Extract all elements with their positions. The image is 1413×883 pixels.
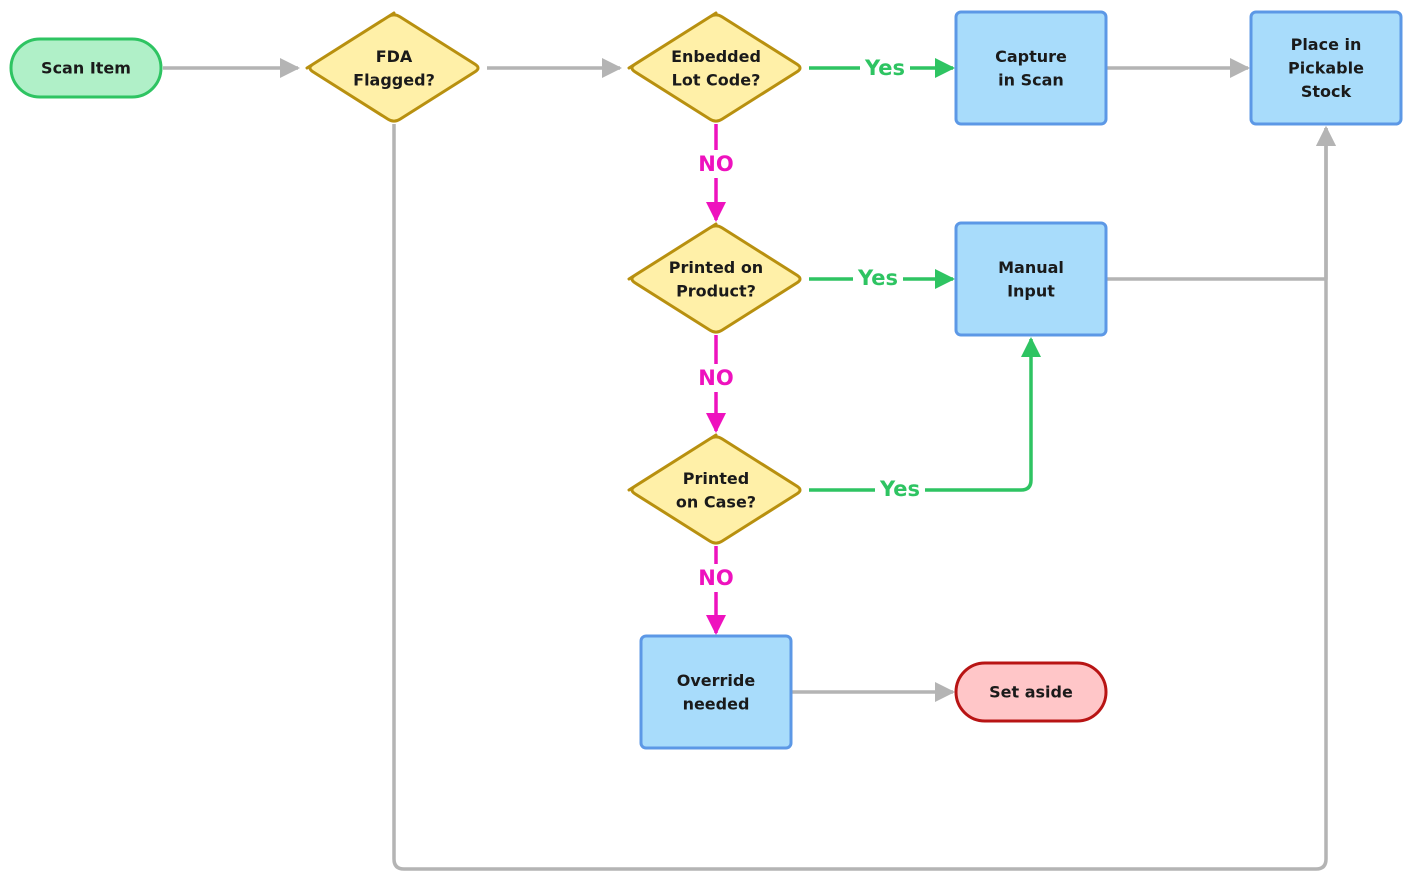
start-terminal-shape	[9, 37, 163, 99]
node-capture-in-scan[interactable]: Capture in Scan	[954, 10, 1108, 126]
node-label-line: Pickable	[1288, 59, 1364, 78]
edge-printed-on-product-to-manual-input: Yes	[809, 264, 955, 292]
edge-line	[809, 337, 1041, 492]
edge-label-background	[698, 150, 734, 178]
node-label-line: Product?	[676, 281, 756, 300]
yes-label: Yes	[857, 266, 898, 290]
node-label-line: Input	[1007, 281, 1055, 300]
node-printed-on-product[interactable]: Printed on Product?	[627, 222, 802, 334]
node-fda-flagged[interactable]: FDA Flagged?	[305, 11, 480, 123]
edge-line	[1107, 126, 1336, 281]
end-terminal-shape	[954, 661, 1108, 723]
process-box-shape	[954, 221, 1108, 337]
node-label-line: Stock	[1301, 82, 1352, 101]
edge-label-background	[698, 364, 734, 392]
yes-label: Yes	[879, 477, 920, 501]
edge-manual-input-to-place-in-pickable-stock	[1107, 126, 1336, 281]
decision-diamond-shape	[627, 11, 802, 123]
edge-printed-on-case-to-override-needed: NO	[698, 546, 734, 635]
decision-diamond-shape	[627, 222, 802, 334]
node-label-line: in Scan	[998, 70, 1064, 89]
node-label-line: FDA	[376, 47, 413, 66]
process-box-shape	[1249, 10, 1403, 126]
node-label-line: on Case?	[676, 492, 756, 511]
edge-label-background	[860, 54, 910, 82]
node-printed-on-case[interactable]: Printed on Case?	[627, 433, 802, 545]
node-label-line: Printed	[683, 469, 749, 488]
node-label-line: Printed on	[669, 258, 763, 277]
process-box-shape	[954, 10, 1108, 126]
no-label: NO	[698, 366, 733, 390]
edge-fda-flagged-to-place-in-pickable-stock	[392, 124, 1336, 871]
edge-label-background	[875, 475, 925, 503]
no-label: NO	[698, 152, 733, 176]
decision-diamond-shape	[627, 433, 802, 545]
node-override-needed[interactable]: Override needed	[639, 634, 793, 750]
edge-label-background	[853, 264, 903, 292]
node-label-line: Place in	[1291, 35, 1362, 54]
no-label: NO	[698, 566, 733, 590]
node-scan-item[interactable]: Scan Item	[9, 37, 163, 99]
node-label-line: Manual	[998, 258, 1064, 277]
process-box-shape	[639, 634, 793, 750]
decision-diamond-shape	[305, 11, 480, 123]
edge-embedded-lot-code-to-printed-on-product: NO	[698, 124, 734, 222]
node-label-line: needed	[683, 694, 750, 713]
node-label-line: Lot Code?	[672, 70, 761, 89]
node-label-line: Set aside	[989, 683, 1073, 702]
edge-embedded-lot-code-to-capture-in-scan: Yes	[809, 54, 955, 82]
edge-label-background	[698, 564, 734, 592]
node-label-line: Scan Item	[41, 59, 131, 78]
edge-printed-on-case-to-manual-input: Yes	[809, 337, 1041, 503]
node-label-line: Flagged?	[353, 70, 435, 89]
node-label-line: Override	[677, 671, 756, 690]
node-set-aside[interactable]: Set aside	[954, 661, 1108, 723]
edge-line	[392, 124, 1336, 871]
edge-printed-on-product-to-printed-on-case: NO	[698, 335, 734, 433]
node-label-line: Capture	[995, 47, 1067, 66]
node-label-line: Enbedded	[671, 47, 761, 66]
yes-label: Yes	[864, 56, 905, 80]
